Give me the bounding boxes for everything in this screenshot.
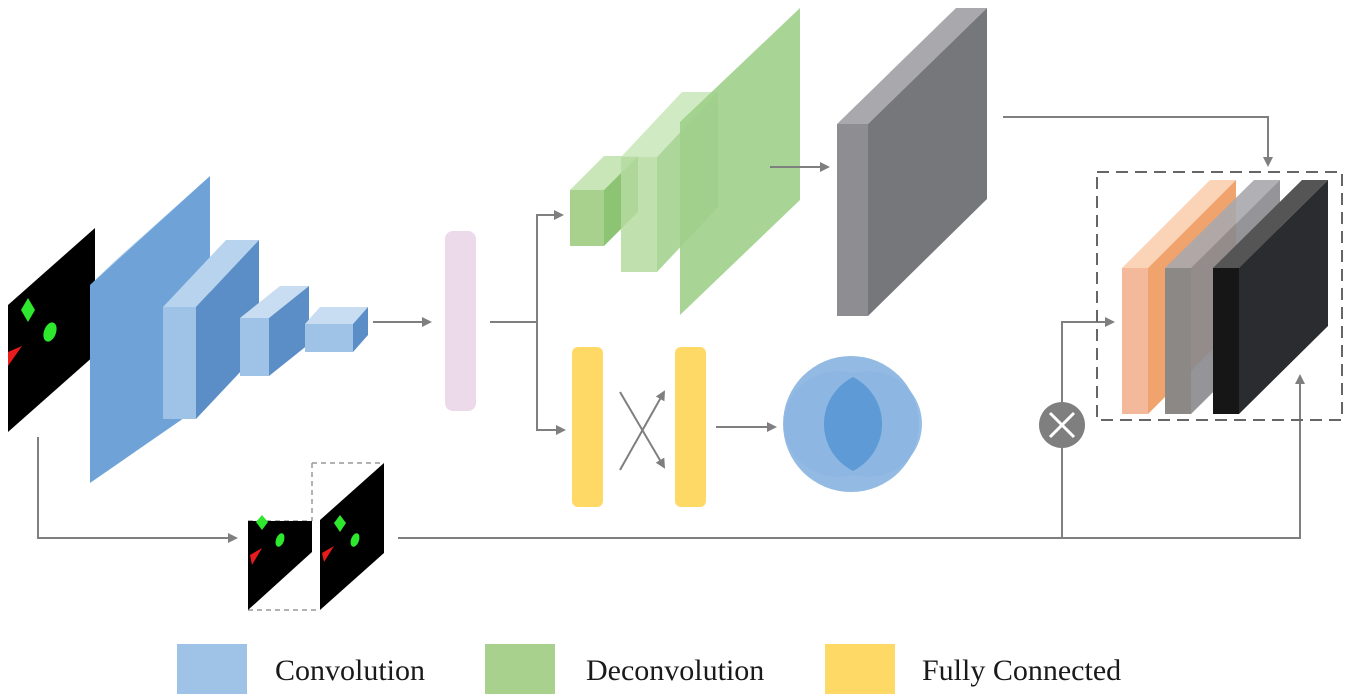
- fc-layer-1: [572, 347, 603, 507]
- venn-circles: [783, 356, 922, 492]
- deconv-block-1: [570, 190, 604, 246]
- fc-layer-2: [675, 347, 706, 507]
- circle-x-icon: [1039, 402, 1085, 448]
- deconv-decoder: [570, 8, 800, 315]
- mask-green-diamond: [21, 298, 35, 322]
- deconv-block-2: [621, 157, 657, 272]
- legend-swatch-conv: [177, 644, 247, 694]
- mask-green-ellipse: [43, 322, 57, 342]
- conv-block-2: [163, 307, 196, 419]
- deconv-block-3: [680, 8, 800, 315]
- output-feature-map: [837, 8, 987, 316]
- conv-encoder: [90, 176, 368, 483]
- latent-vector: [445, 231, 476, 411]
- arrow-to-concat: [1003, 116, 1273, 167]
- fc-branch: [572, 347, 777, 507]
- legend-label-conv: Convolution: [275, 654, 425, 687]
- conv-block-3: [240, 318, 269, 376]
- concat-stack: [1096, 171, 1343, 421]
- branch-arrows: [490, 210, 566, 435]
- legend-label-deconv: Deconvolution: [586, 654, 764, 687]
- mask-pair: [248, 462, 384, 611]
- legend-label-fc: Fully Connected: [922, 654, 1121, 687]
- mask-image-1: [248, 521, 312, 610]
- concat-dashed-box: [1096, 171, 1343, 421]
- legend-swatch-deconv: [485, 644, 555, 694]
- mask-image-2: [320, 463, 384, 610]
- legend-swatch-fc: [825, 644, 895, 694]
- arrow-input-to-masks: [37, 437, 238, 543]
- input-image: [8, 228, 95, 432]
- mask-red-triangle: [8, 346, 22, 366]
- conv-block-4: [305, 324, 353, 352]
- legend: Convolution Deconvolution Fully Connecte…: [177, 644, 1121, 694]
